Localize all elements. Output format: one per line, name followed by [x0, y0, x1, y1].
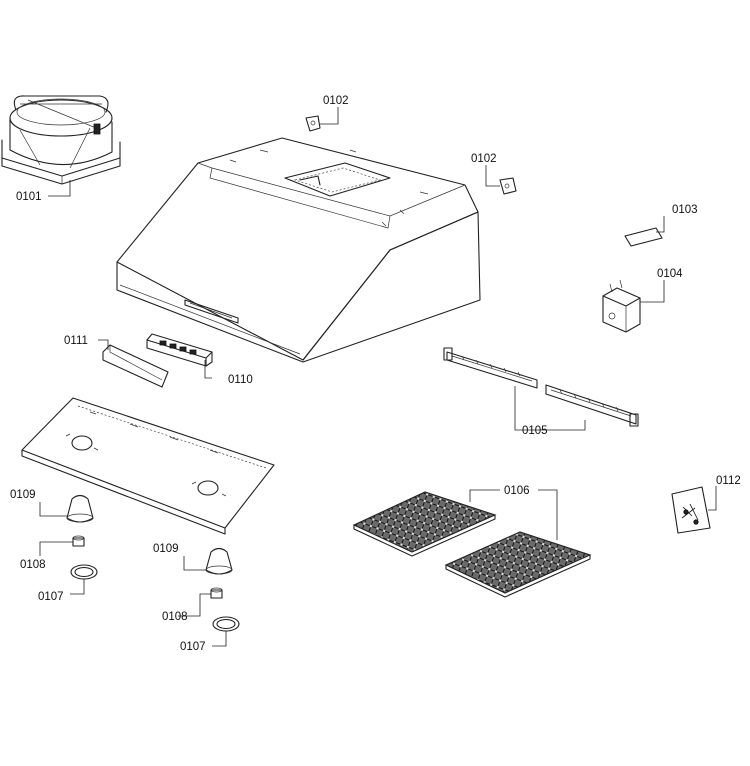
label-0102-right: 0102 [471, 153, 497, 165]
hardware-bag [671, 486, 711, 534]
bulb-right [210, 587, 223, 599]
filter-rail-2 [545, 384, 639, 427]
label-0108-right: 0108 [162, 611, 188, 623]
range-hood-body [116, 137, 481, 363]
grease-filter-1 [352, 491, 497, 557]
mounting-bracket-right [499, 177, 517, 195]
lamp-ring-left [70, 564, 98, 580]
lamp-socket-left [66, 494, 94, 523]
label-0104: 0104 [657, 268, 683, 280]
bulb-left [72, 535, 85, 547]
label-0109-left: 0109 [10, 489, 36, 501]
label-0101: 0101 [16, 191, 42, 203]
blower-unit [1, 95, 121, 185]
control-switch [146, 333, 213, 367]
label-0103: 0103 [672, 204, 698, 216]
label-0105: 0105 [522, 425, 548, 437]
label-0102-top: 0102 [323, 95, 349, 107]
leader-lines [39, 107, 717, 647]
label-0111: 0111 [64, 335, 88, 347]
label-0108-left: 0108 [20, 559, 46, 571]
cover-plate [624, 227, 663, 247]
lamp-ring-right [212, 616, 240, 632]
label-0106: 0106 [504, 485, 530, 497]
label-0112: 0112 [716, 475, 741, 487]
lamp-lens-cover [102, 344, 169, 388]
label-0110: 0110 [228, 374, 253, 386]
filter-rail-1 [443, 347, 538, 389]
mounting-bracket-top [305, 115, 321, 132]
label-0107-left: 0107 [38, 591, 64, 603]
bottom-panel [21, 397, 275, 535]
grease-filter-2 [444, 531, 592, 598]
junction-box [602, 279, 641, 333]
label-0107-right: 0107 [180, 641, 206, 653]
lamp-socket-right [205, 547, 233, 575]
label-0109-right: 0109 [153, 543, 179, 555]
